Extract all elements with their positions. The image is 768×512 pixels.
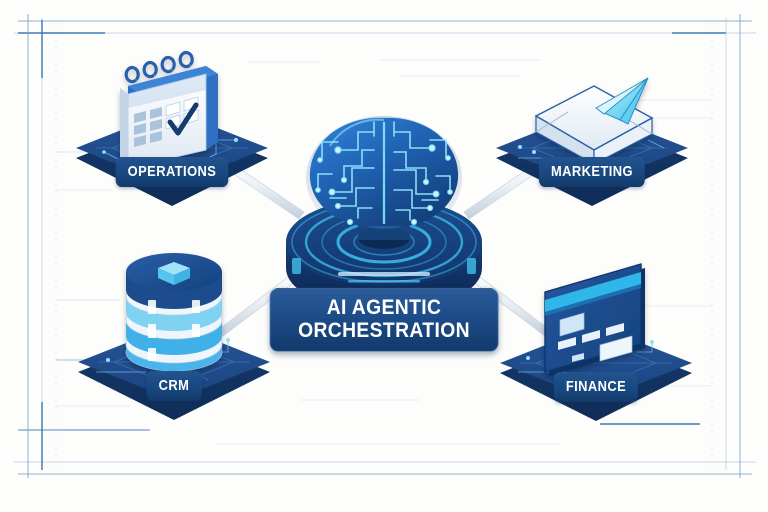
center-orchestration[interactable] xyxy=(286,116,482,312)
node-label-finance[interactable]: FINANCE xyxy=(553,372,639,402)
blueprint-frame xyxy=(14,14,756,478)
center-orchestration-label[interactable]: AI AGENTIC ORCHESTRATION xyxy=(269,287,499,353)
node-label-operations[interactable]: OPERATIONS xyxy=(115,157,229,187)
database-stack-icon xyxy=(125,253,223,372)
node-crm[interactable] xyxy=(78,253,270,420)
center-label-line2: ORCHESTRATION xyxy=(298,318,470,342)
node-finance[interactable] xyxy=(500,263,692,421)
node-label-marketing[interactable]: MARKETING xyxy=(538,157,646,187)
brain-circuit-icon xyxy=(306,116,462,240)
credit-card-icon xyxy=(544,263,645,376)
node-label-crm[interactable]: CRM xyxy=(146,371,202,401)
calendar-check-icon xyxy=(120,51,218,169)
envelope-paperplane-icon xyxy=(534,77,654,166)
center-label-line1: AI AGENTIC xyxy=(326,295,442,319)
